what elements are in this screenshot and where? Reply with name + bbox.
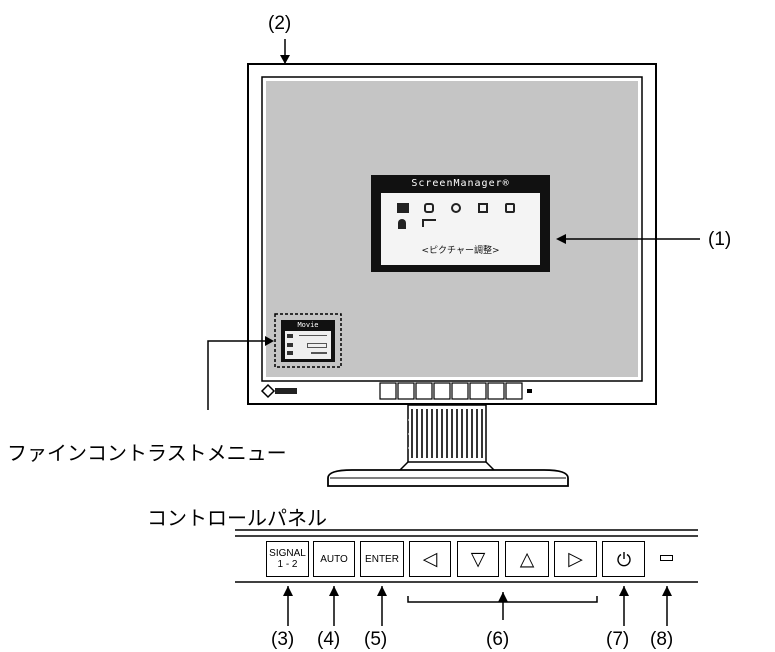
auto-button[interactable]: AUTO [313, 541, 355, 577]
fine-contrast-window: Movie [281, 320, 335, 362]
down-arrow-icon: ▽ [470, 547, 486, 570]
signal-button[interactable]: SIGNAL 1 - 2 [266, 541, 309, 577]
enter-button[interactable]: ENTER [360, 541, 404, 577]
callout-4: (4) [317, 629, 341, 650]
up-arrow-icon: △ [519, 547, 535, 570]
eizo-logo-icon [260, 383, 297, 399]
osd-title: ScreenManager® [411, 178, 510, 189]
callout-3: (3) [271, 629, 295, 650]
fc-row-line [299, 335, 327, 336]
language-icon [422, 219, 436, 227]
fc-row-grid [307, 343, 327, 348]
fine-contrast-body [285, 331, 331, 359]
fine-contrast-menu-caption: ファインコントラストメニュー [7, 441, 287, 465]
powermanager-icon [505, 203, 515, 213]
stand-neck [407, 404, 487, 463]
signal-button-label: SIGNAL [269, 548, 306, 559]
fc-row-icon [287, 343, 293, 347]
right-button[interactable]: ▷ [554, 541, 597, 577]
callout-8: (8) [650, 629, 674, 650]
auto-button-label: AUTO [320, 553, 348, 565]
screen-icon [451, 203, 461, 213]
power-button[interactable] [602, 541, 645, 577]
enter-button-label: ENTER [365, 553, 399, 565]
power-icon [616, 552, 631, 567]
fc-row-line [311, 352, 327, 354]
power-indicator-led-icon [660, 555, 673, 561]
osd-body: <ピクチャー調整> [381, 193, 540, 265]
color-icon [424, 203, 434, 213]
signal-button-sublabel: 1 - 2 [277, 559, 298, 570]
callout-1: (1) [708, 229, 732, 250]
down-button[interactable]: ▽ [457, 541, 499, 577]
fc-row-icon [287, 334, 293, 338]
callout-7: (7) [606, 629, 630, 650]
left-button[interactable]: ◁ [409, 541, 451, 577]
fc-row-icon [287, 351, 293, 355]
callout-2: (2) [268, 13, 292, 34]
bezel-buttons [379, 382, 532, 400]
monitor-icon [397, 203, 409, 213]
screenmanager-osd-window: ScreenManager® <ピクチャー調整> [371, 175, 550, 272]
control-panel-caption: コントロールパネル [147, 506, 327, 530]
sound-icon [478, 203, 488, 213]
fine-contrast-title: Movie [297, 321, 319, 329]
up-button[interactable]: △ [505, 541, 549, 577]
callout-5: (5) [364, 629, 388, 650]
stand-base [327, 461, 569, 487]
right-arrow-icon: ▷ [568, 547, 583, 570]
osd-icon-grid [397, 203, 537, 237]
callout-6: (6) [486, 629, 510, 650]
osd-subtitle: <ピクチャー調整> [421, 246, 500, 256]
information-icon [398, 219, 406, 229]
left-arrow-icon: ◁ [422, 547, 438, 570]
